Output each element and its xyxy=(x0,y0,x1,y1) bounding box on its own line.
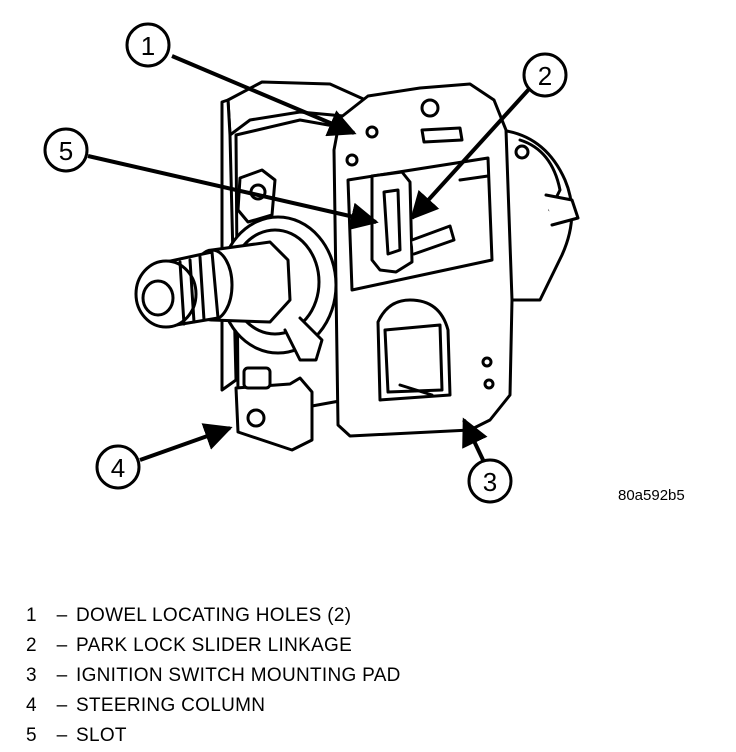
callout-2: 2 xyxy=(522,52,568,98)
legend-number: 1 xyxy=(26,605,37,626)
leader-5 xyxy=(87,154,379,231)
legend-number: 5 xyxy=(26,725,37,746)
legend-separator: – xyxy=(56,635,68,656)
legend: 1–DOWEL LOCATING HOLES (2) 2–PARK LOCK S… xyxy=(26,601,401,751)
figure-code: 80a592b5 xyxy=(618,487,685,504)
legend-separator: – xyxy=(56,695,68,716)
legend-item: 2–PARK LOCK SLIDER LINKAGE xyxy=(26,631,401,661)
legend-item: 4–STEERING COLUMN xyxy=(26,691,401,721)
svg-text:5: 5 xyxy=(59,136,73,166)
callout-3: 3 xyxy=(467,458,513,504)
callout-1: 1 xyxy=(125,22,171,68)
legend-separator: – xyxy=(56,605,68,626)
legend-number: 2 xyxy=(26,635,37,656)
leader-2 xyxy=(410,86,532,221)
svg-text:4: 4 xyxy=(111,453,125,483)
legend-item: 5–SLOT xyxy=(26,721,401,751)
legend-item: 3–IGNITION SWITCH MOUNTING PAD xyxy=(26,661,401,691)
legend-number: 4 xyxy=(26,695,37,716)
legend-separator: – xyxy=(56,665,68,686)
legend-label: DOWEL LOCATING HOLES (2) xyxy=(76,605,352,626)
callout-5: 5 xyxy=(43,127,89,173)
leader-4 xyxy=(139,423,233,462)
steering-column-illustration: 1 2 3 4 5 xyxy=(43,22,580,504)
leader-lines xyxy=(87,54,532,463)
legend-label: STEERING COLUMN xyxy=(76,695,266,716)
legend-separator: – xyxy=(56,725,68,746)
leader-1 xyxy=(171,54,357,137)
svg-text:3: 3 xyxy=(483,467,497,497)
legend-label: PARK LOCK SLIDER LINKAGE xyxy=(76,635,353,656)
svg-text:1: 1 xyxy=(141,31,155,61)
leader-3 xyxy=(462,417,488,463)
svg-text:2: 2 xyxy=(538,61,552,91)
legend-number: 3 xyxy=(26,665,37,686)
housing-drawing xyxy=(134,80,580,452)
legend-label: IGNITION SWITCH MOUNTING PAD xyxy=(76,665,401,686)
legend-label: SLOT xyxy=(76,725,127,746)
legend-item: 1–DOWEL LOCATING HOLES (2) xyxy=(26,601,401,631)
callout-4: 4 xyxy=(95,444,141,490)
